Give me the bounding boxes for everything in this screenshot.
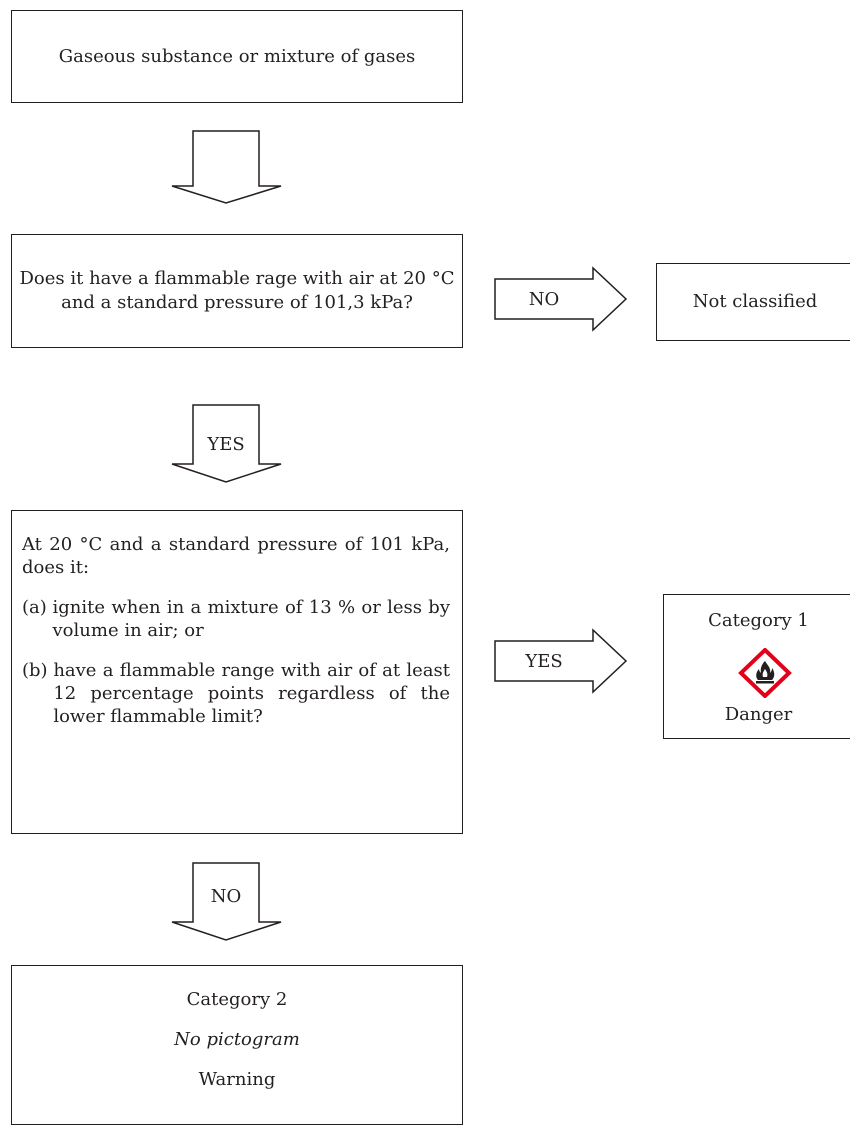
category-2-box: Category 2 No pictogram Warning <box>11 965 463 1125</box>
question-2-item-a: (a) ignite when in a mixture of 13 % or … <box>22 596 450 659</box>
category-1-signal: Danger <box>724 704 793 725</box>
not-classified-box: Not classified <box>656 263 850 341</box>
not-classified-text: Not classified <box>692 291 818 312</box>
category-2-signal: Warning <box>198 1069 276 1090</box>
category-2-title: Category 2 <box>186 989 288 1010</box>
down-arrow-no <box>171 862 282 941</box>
right-arrow-yes <box>494 628 628 694</box>
question-1-line-1: Does it have a flammable rage with air a… <box>19 268 455 289</box>
category-2-pictogram-text: No pictogram <box>174 1029 300 1050</box>
question-2-intro: At 20 °C and a standard pressure of 101 … <box>22 534 450 578</box>
question-2-item-b: (b) have a flammable range with air of a… <box>22 659 450 745</box>
right-arrow-no <box>494 266 628 332</box>
item-b-marker: (b) <box>22 660 48 681</box>
down-arrow-1 <box>171 130 282 204</box>
question-2-box: At 20 °C and a standard pressure of 101 … <box>11 510 463 834</box>
start-box: Gaseous substance or mixture of gases <box>11 10 463 103</box>
item-a-marker: (a) <box>22 597 47 618</box>
category-1-title: Category 1 <box>708 610 809 631</box>
item-b-text: have a flammable range with air of at le… <box>53 660 450 727</box>
arrow-label-yes-right: YES <box>525 651 563 672</box>
arrow-label-no-right: NO <box>528 289 560 310</box>
start-text: Gaseous substance or mixture of gases <box>58 45 416 67</box>
flame-pictogram-icon <box>738 648 792 698</box>
arrow-label-no-down: NO <box>210 886 242 907</box>
category-1-box: Category 1 Danger <box>663 594 850 739</box>
down-arrow-yes <box>171 404 282 483</box>
arrow-label-yes-down: YES <box>207 434 245 455</box>
question-1-box: Does it have a flammable rage with air a… <box>11 234 463 348</box>
item-a-text: ignite when in a mixture of 13 % or less… <box>52 597 450 641</box>
question-1-line-2: and a standard pressure of 101,3 kPa? <box>61 292 413 313</box>
